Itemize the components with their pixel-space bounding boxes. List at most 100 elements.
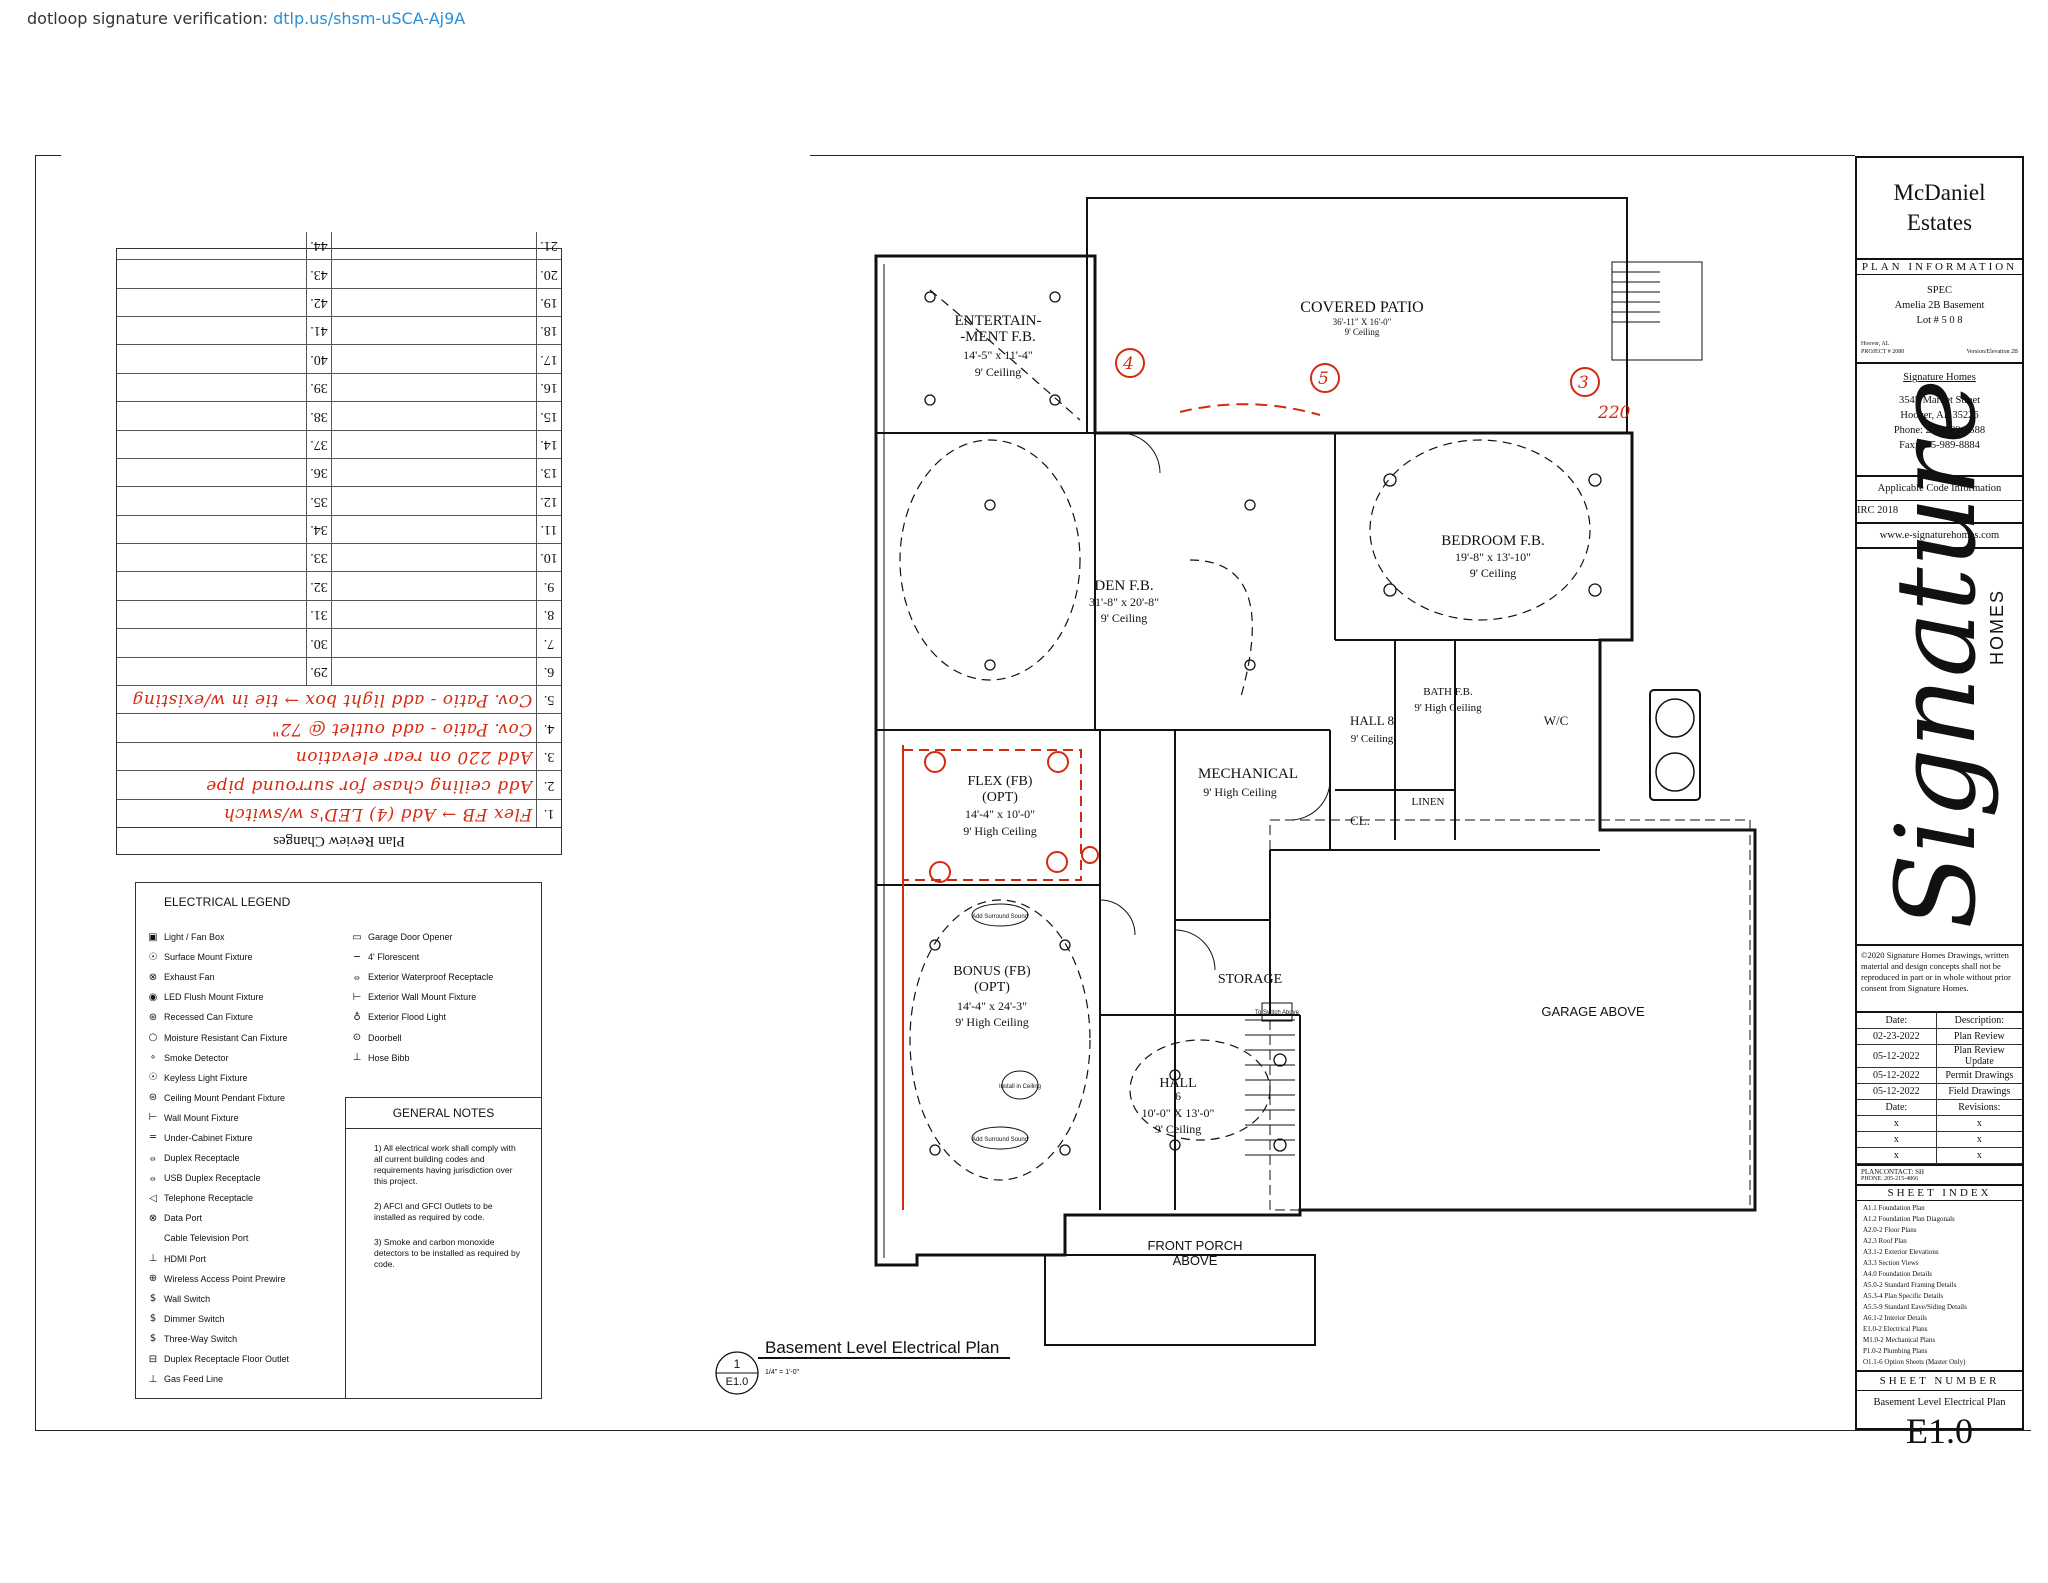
- legend-label: Moisture Resistant Can Fixture: [164, 1032, 288, 1043]
- sheet-index-item: O1.1-6 Option Sheets (Master Only): [1863, 1358, 1966, 1366]
- legend-item: ⊥HDMI Port: [142, 1249, 289, 1269]
- legend-symbol-icon: ○: [148, 1032, 158, 1044]
- title-block: McDaniel Estates PLAN INFORMATION SPEC A…: [1855, 156, 2024, 1451]
- sheet-index-item: A1.2 Foundation Plan Diagonals: [1863, 1215, 1955, 1223]
- legend-label: Data Port: [164, 1213, 203, 1224]
- revision-description: Description:: [1936, 1013, 2022, 1029]
- legend-symbol-icon: $: [149, 1293, 157, 1305]
- revision-description: Plan Review Update: [1936, 1044, 2022, 1068]
- legend-label: Under-Cabinet Fixture: [164, 1132, 253, 1143]
- revision-date: 05-12-2022: [1857, 1044, 1937, 1068]
- room-dims: 10'-0" X 13'-0": [1142, 1106, 1215, 1120]
- legend-label: Exterior Waterproof Receptacle: [368, 972, 494, 983]
- redline-markups: [902, 348, 1600, 1210]
- room-dims: 14'-5" x 11'-4": [963, 348, 1033, 362]
- room-name: LINEN: [1412, 796, 1445, 808]
- spec-label: SPEC: [1926, 285, 1953, 296]
- basement-exterior-wall: [874, 254, 1757, 1267]
- sheet-number-block: SHEET NUMBER Basement Level Electrical P…: [1857, 1372, 2022, 1452]
- redline-number: 3: [1578, 373, 1589, 393]
- legend-symbol-icon: ▣: [148, 931, 158, 943]
- room-name: COVERED PATIO: [1300, 299, 1423, 316]
- room-ceiling: 9' High Ceiling: [955, 1015, 1029, 1029]
- legend-label: Telephone Receptacle: [164, 1193, 254, 1204]
- legend-symbol-icon: ⦵: [148, 1172, 158, 1184]
- legend-label: Duplex Receptacle Floor Outlet: [164, 1354, 290, 1365]
- legend-item: ◉LED Flush Mount Fixture: [142, 987, 289, 1007]
- verification-link[interactable]: dtlp.us/shsm-uSCA-Aj9A: [273, 9, 466, 28]
- plan-contact-name: PLANCONTACT: SH: [1861, 1168, 1925, 1176]
- revision-description: x: [1936, 1115, 2022, 1132]
- legend-item: ▣Light / Fan Box: [142, 927, 289, 947]
- fax: Fax: 205-989-8884: [1899, 440, 1980, 451]
- legend-label: Hose Bibb: [368, 1052, 410, 1063]
- legend-item: ☉ Surface Mount Fixture: [142, 947, 289, 967]
- revision-date: 05-12-2022: [1857, 1067, 1937, 1084]
- revision-date: Date:: [1857, 1099, 1937, 1116]
- note-item: 2) AFCI and GFCI Outlets to be installed…: [374, 1201, 493, 1223]
- room-dims: 19'-8" x 13'-10": [1455, 550, 1531, 564]
- code-value: IRC 2018: [1857, 505, 1899, 516]
- legend-item: ∘Smoke Detector: [142, 1048, 289, 1068]
- room-dims: 14'-4" x 24'-3": [957, 999, 1027, 1013]
- legend-item: Cable Television Port: [142, 1228, 289, 1248]
- revision-date: x: [1857, 1115, 1937, 1132]
- section-heading: SHEET NUMBER: [1857, 1372, 2022, 1391]
- legend-symbol-icon: ⊜: [148, 1092, 158, 1104]
- legend-label: Recessed Can Fixture: [164, 1012, 254, 1023]
- redline-number: 4: [1122, 354, 1134, 374]
- legend-item: ▭Garage Door Opener: [346, 927, 493, 947]
- legend-item: ⊥Hose Bibb: [346, 1048, 493, 1068]
- room-ceiling: 9' Ceiling: [975, 365, 1022, 379]
- sheet-index-item: A5.5-9 Standard Eave/Siding Details: [1863, 1303, 1967, 1311]
- builder-name: Signature Homes: [1903, 372, 1976, 383]
- room-ceiling: 9' Ceiling: [1155, 1122, 1202, 1136]
- room-name: HALL: [1159, 1076, 1196, 1091]
- legend-label: Gas Feed Line: [164, 1374, 224, 1385]
- legend-symbol-icon: ☉: [148, 951, 158, 963]
- room-name: BONUS (FB): [953, 964, 1031, 979]
- company-logo: Signature HOMES: [1857, 379, 2022, 946]
- sheet-index-item: A1.1 Foundation Plan: [1863, 1204, 1925, 1212]
- legend-symbol-icon: ⦵: [352, 971, 362, 983]
- legend-symbol-icon: ⊛: [148, 1011, 158, 1023]
- border-line: [35, 155, 61, 156]
- room-name: W/C: [1544, 713, 1569, 728]
- legend-item: ═Under-Cabinet Fixture: [142, 1128, 289, 1148]
- legend-item: ⊕Wireless Access Point Prewire: [142, 1269, 289, 1289]
- electrical-legend: ELECTRICAL LEGEND ▣Light / Fan Box☉Surfa…: [135, 882, 542, 1399]
- section-heading: PLAN INFORMATION: [1857, 260, 2022, 275]
- annotation: Install in Ceiling: [999, 1084, 1041, 1090]
- revision-date: x: [1857, 1131, 1937, 1148]
- revision-description: Permit Drawings: [1936, 1067, 2022, 1084]
- revision-description: Plan Review: [1936, 1028, 2022, 1045]
- room-dims: 31'-8" x 20'-8": [1089, 595, 1159, 609]
- legend-symbol-icon: ⦵: [148, 1152, 158, 1164]
- website: www.e-signaturehomes.com: [1857, 524, 2022, 549]
- legend-symbol-icon: ⊢: [352, 991, 362, 1003]
- legend-label: Duplex Receptacle: [164, 1153, 240, 1164]
- legend-item: ⊗Exhaust Fan: [142, 967, 289, 987]
- legend-symbol-icon: ◉: [148, 991, 158, 1003]
- legend-label: Wireless Access Point Prewire: [164, 1273, 286, 1284]
- legend-item: ⦵ Exterior Waterproof Receptacle: [346, 967, 493, 987]
- room-name: (OPT): [982, 790, 1018, 805]
- room-name: DEN F.B.: [1094, 578, 1153, 594]
- legend-label: Surface Mount Fixture: [164, 952, 253, 963]
- signature-verification: dotloop signature verification: dtlp.us/…: [27, 9, 465, 28]
- drawing-sheet-ref: E1.0: [726, 1376, 749, 1388]
- room-name: -MENT F.B.: [960, 329, 1036, 345]
- annotation: To Switch Above: [1255, 1010, 1300, 1016]
- redline-note: 220: [1597, 403, 1631, 423]
- legend-item: ○ Moisture Resistant Can Fixture: [142, 1027, 289, 1047]
- revision-description: x: [1936, 1147, 2022, 1164]
- legend-label: Exterior Wall Mount Fixture: [368, 992, 477, 1003]
- room-name: HALL 8: [1350, 713, 1394, 728]
- city: Hoover, AL: [1861, 341, 1890, 347]
- general-notes: GENERAL NOTES 1) All electrical work sha…: [345, 1097, 541, 1398]
- revision-description: Revisions:: [1936, 1099, 2022, 1116]
- legend-label: Smoke Detector: [164, 1052, 229, 1063]
